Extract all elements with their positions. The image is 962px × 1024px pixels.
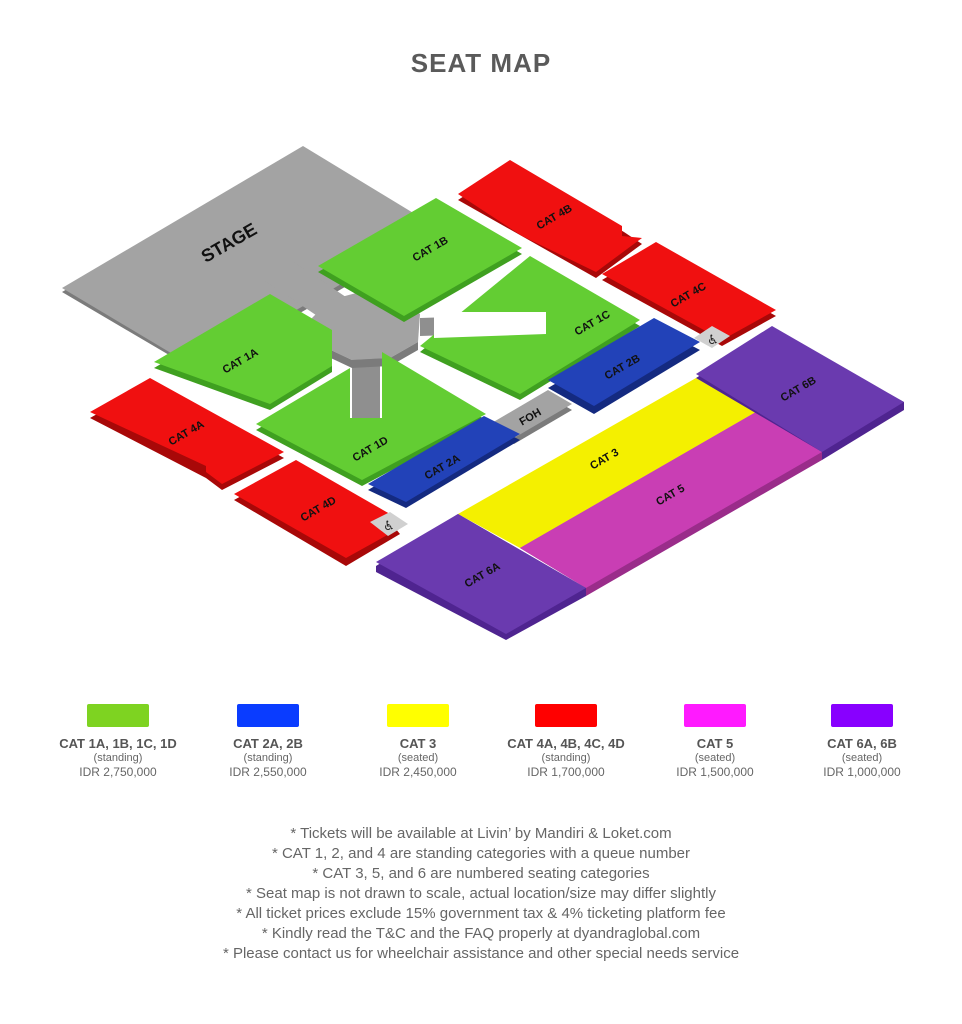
legend-category-price: IDR 2,750,000 [79,765,157,779]
page-title: SEAT MAP [410,48,552,78]
legend-swatch [87,704,149,727]
legend-swatch [237,704,299,727]
legend-category-type: (seated) [694,752,736,764]
legend-item: CAT 5(seated)IDR 1,500,000 [635,704,795,780]
legend-category-price: IDR 1,000,000 [823,765,901,779]
legend-swatch [684,704,746,727]
legend-item: CAT 4A, 4B, 4C, 4D(standing)IDR 1,700,00… [486,704,646,780]
zone-cat2a[interactable]: CAT 2A [368,416,520,508]
wheelchair-area-4c: ♿ [694,326,730,348]
legend-category-type: (standing) [243,752,293,764]
zone-cat4b[interactable]: CAT 4B [458,160,642,278]
legend-item: CAT 6A, 6B(seated)IDR 1,000,000 [782,704,942,780]
zone-cat3[interactable]: CAT 3 [458,378,756,548]
zone-cat2b[interactable]: CAT 2B [548,318,700,414]
zone-cat1c[interactable]: CAT 1C [420,256,640,400]
note-line: * All ticket prices exclude 15% governme… [236,905,726,922]
legend-category-name: CAT 6A, 6B [827,736,897,751]
note-line: * CAT 1, 2, and 4 are standing categorie… [271,845,691,862]
legend-item: CAT 1A, 1B, 1C, 1D(standing)IDR 2,750,00… [38,704,198,780]
legend-category-price: IDR 2,550,000 [229,765,307,779]
wheelchair-area-4d: ♿ [370,512,408,536]
legend-swatch [831,704,893,727]
zone-cat4a[interactable]: CAT 4A [90,378,284,490]
zone-cat5[interactable]: CAT 5 [520,412,822,596]
seat-map: .side { opacity: 1; } STAGE CAT 1B CAT 1… [62,146,904,640]
legend-category-name: CAT 1A, 1B, 1C, 1D [59,736,177,751]
note-line: * CAT 3, 5, and 6 are numbered seating c… [312,865,650,882]
zone-cat1a[interactable]: CAT 1A [154,294,332,410]
legend-category-name: CAT 4A, 4B, 4C, 4D [507,736,625,751]
legend-category-price: IDR 1,700,000 [527,765,605,779]
legend-swatch [387,704,449,727]
zone-cat1d[interactable]: CAT 1D [256,352,486,486]
zone-cat6b[interactable]: CAT 6B [696,326,904,460]
legend-item: CAT 3(seated)IDR 2,450,000 [338,704,498,780]
legend-category-type: (standing) [541,752,591,764]
zone-cat4d[interactable]: CAT 4D [234,460,400,566]
legend-category-name: CAT 3 [399,736,437,751]
note-line: * Tickets will be available at Livin’ by… [290,825,672,842]
price-legend: CAT 1A, 1B, 1C, 1D(standing)IDR 2,750,00… [0,704,962,784]
notes-section: * Tickets will be available at Livin’ by… [0,824,962,964]
note-line: * Kindly read the T&C and the FAQ proper… [261,925,701,942]
legend-item: CAT 2A, 2B(standing)IDR 2,550,000 [188,704,348,780]
zone-cat1b[interactable]: CAT 1B [318,198,522,322]
legend-category-name: CAT 2A, 2B [233,736,303,751]
note-line: * Seat map is not drawn to scale, actual… [246,885,716,902]
legend-swatch [535,704,597,727]
zone-cat4c[interactable]: CAT 4C [602,242,776,346]
legend-category-type: (seated) [397,752,439,764]
zone-cat6a[interactable]: CAT 6A [376,514,586,640]
wheelchair-icon: ♿ [707,332,719,347]
note-line: * Please contact us for wheelchair assis… [222,945,740,962]
legend-category-price: IDR 2,450,000 [379,765,457,779]
legend-category-name: CAT 5 [696,736,734,751]
legend-category-type: (seated) [841,752,883,764]
legend-category-price: IDR 1,500,000 [676,765,754,779]
legend-category-type: (standing) [93,752,143,764]
wheelchair-icon: ♿ [383,518,395,533]
